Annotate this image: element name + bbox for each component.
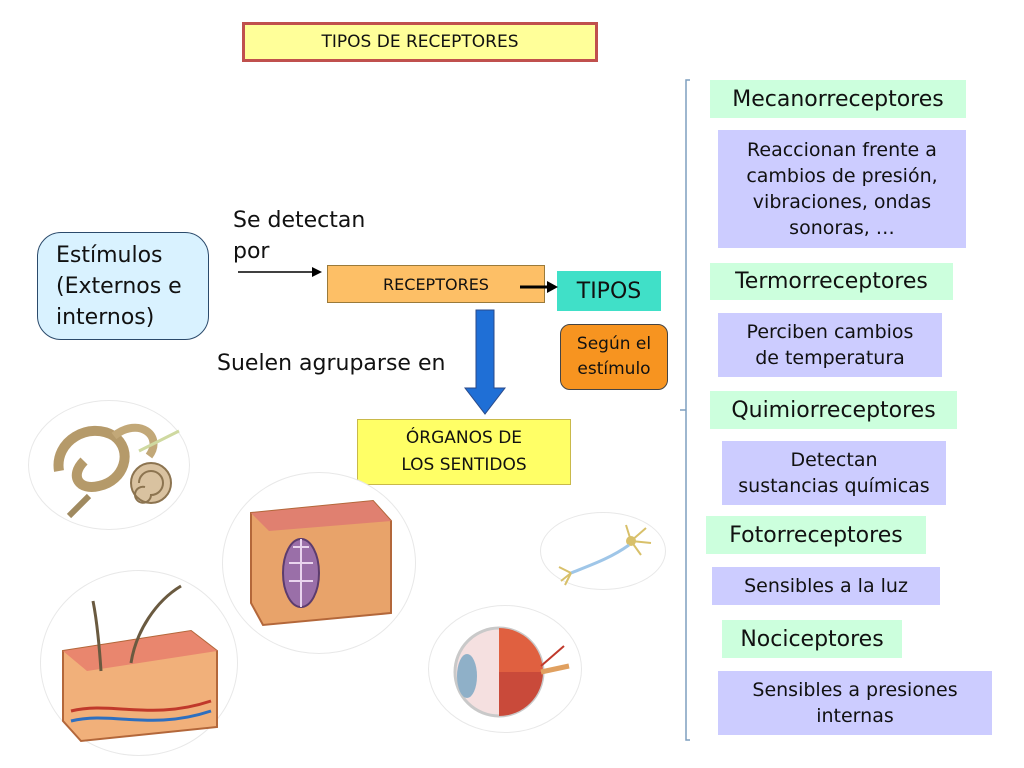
- stimulus-line-1: Estímulos: [56, 242, 163, 268]
- group-label: Suelen agruparse en: [217, 351, 446, 376]
- sense-organs-node: ÓRGANOS DE LOS SENTIDOS: [357, 419, 571, 485]
- stimulus-arrow-head: [312, 267, 322, 277]
- receptors-node: RECEPTORES: [327, 265, 545, 303]
- inner-ear-illustration: [28, 400, 190, 530]
- neuron-illustration: [540, 512, 666, 590]
- down-arrow: [463, 309, 507, 415]
- type-chemo-name: Quimiorreceptores: [710, 391, 957, 429]
- type-photo-name: Fotorreceptores: [706, 516, 926, 554]
- skin-receptor-illustration: [222, 472, 416, 654]
- type-thermo-name: Termorreceptores: [710, 263, 953, 300]
- type-noci-desc: Sensibles a presiones internas: [718, 671, 992, 735]
- type-mecano-name: Mecanorreceptores: [710, 80, 966, 118]
- type-thermo-desc: Perciben cambios de temperatura: [718, 313, 942, 377]
- type-chemo-desc: Detectan sustancias químicas: [722, 441, 946, 505]
- types-node: TIPOS: [557, 271, 661, 311]
- skin-section-illustration: [40, 570, 238, 756]
- types-arrow-head: [547, 281, 558, 293]
- type-mecano-desc: Reaccionan frente a cambios de presión, …: [718, 130, 966, 248]
- stimulus-line-3: internos): [56, 304, 155, 330]
- type-photo-desc: Sensibles a la luz: [712, 567, 940, 605]
- diagram-title: TIPOS DE RECEPTORES: [242, 22, 598, 62]
- types-bracket: [685, 79, 690, 741]
- stimulus-line-2: (Externos e: [56, 273, 182, 299]
- type-noci-name: Nociceptores: [722, 620, 902, 658]
- according-stimulus-node: Según el estímulo: [560, 324, 668, 390]
- stimulus-node: Estímulos (Externos e internos): [37, 232, 209, 340]
- detect-label: Se detectan por: [233, 208, 366, 264]
- eye-illustration: [428, 605, 582, 733]
